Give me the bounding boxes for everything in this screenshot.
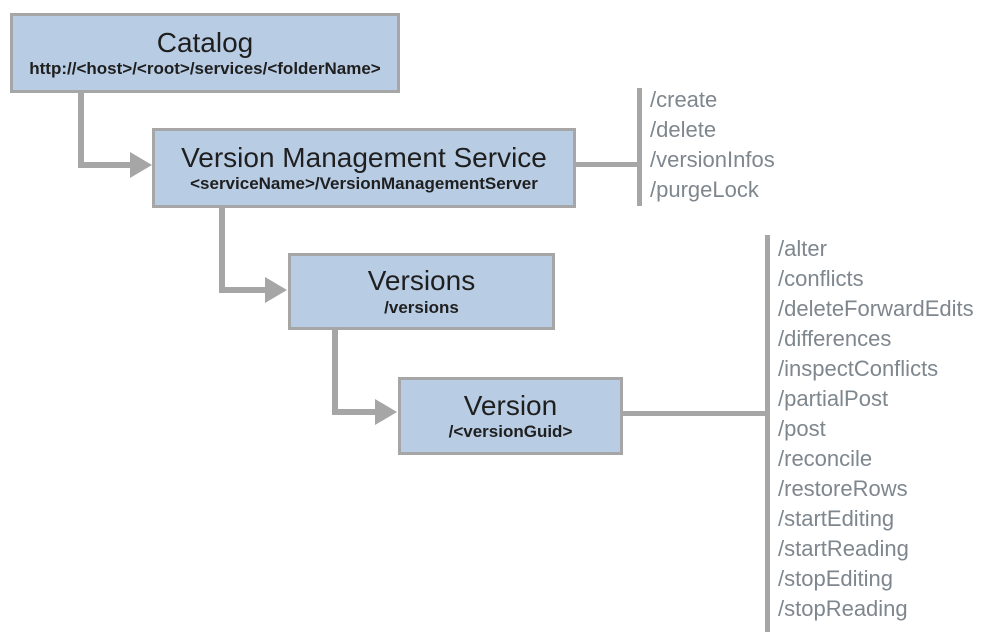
node-catalog-title: Catalog — [156, 26, 254, 58]
node-version: Version /<versionGuid> — [398, 377, 623, 455]
node-versions-title: Versions — [367, 265, 476, 297]
operations-bracket-version — [765, 235, 770, 632]
connector-vms-to-versions-vertical — [219, 208, 225, 293]
operation-item: /alter — [778, 236, 827, 261]
operation-item: /differences — [778, 326, 892, 351]
connector-versions-to-version-vertical — [332, 330, 338, 415]
arrow-right-icon — [375, 399, 397, 425]
operation-item: /post — [778, 416, 826, 441]
operation-item: /inspectConflicts — [778, 356, 939, 381]
operation-item: /create — [650, 87, 718, 112]
node-vms-url: <serviceName>/VersionManagementServer — [190, 174, 538, 194]
operation-item: /stopReading — [778, 596, 908, 621]
node-version-url: /<versionGuid> — [448, 422, 573, 442]
connector-vms-to-versions-horizontal — [219, 287, 265, 293]
node-version-title: Version — [463, 389, 558, 421]
operation-item: /reconcile — [778, 446, 873, 471]
arrow-right-icon — [265, 277, 287, 303]
node-versions: Versions /versions — [288, 253, 555, 330]
connector-vms-to-operations — [576, 162, 637, 167]
connector-catalog-to-vms-vertical — [78, 92, 84, 168]
arrow-right-icon — [130, 152, 152, 178]
operation-item: /restoreRows — [778, 476, 908, 501]
operation-item: /delete — [650, 117, 717, 142]
node-vms-title: Version Management Service — [181, 141, 547, 173]
operation-item: /deleteForwardEdits — [778, 296, 974, 321]
node-versions-url: /versions — [384, 297, 459, 317]
node-catalog-url: http://<host>/<root>/services/<folderNam… — [29, 59, 381, 79]
operations-list-version: /alter/conflicts/deleteForwardEdits/diff… — [778, 234, 974, 624]
operation-item: /startReading — [778, 536, 909, 561]
connector-catalog-to-vms-horizontal — [78, 162, 130, 168]
connector-version-to-operations — [623, 411, 765, 416]
operation-item: /conflicts — [778, 266, 864, 291]
operation-item: /partialPost — [778, 386, 889, 411]
operation-item: /purgeLock — [650, 177, 759, 202]
operation-item: /startEditing — [778, 506, 895, 531]
operation-item: /versionInfos — [650, 147, 775, 172]
connector-versions-to-version-horizontal — [332, 409, 375, 415]
node-version-management-service: Version Management Service <serviceName>… — [152, 128, 576, 208]
operations-list-vms: /create/delete/versionInfos/purgeLock — [650, 85, 775, 205]
operation-item: /stopEditing — [778, 566, 893, 591]
node-catalog: Catalog http://<host>/<root>/services/<f… — [10, 13, 400, 93]
operations-bracket-vms — [637, 88, 642, 206]
